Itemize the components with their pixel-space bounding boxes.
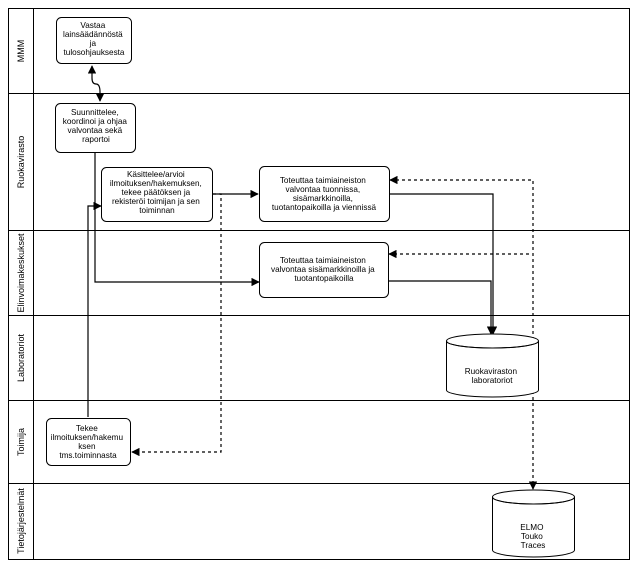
database-elmo-line: Traces bbox=[521, 541, 546, 550]
arrow-mmm-suunnittelee bbox=[87, 65, 105, 102]
box-suunnittelee-line: raportoi bbox=[82, 135, 110, 144]
box-mmm-line: tulosohjauksesta bbox=[64, 48, 125, 57]
box-toteuttaa1-line: Toteuttaa taimiaineiston bbox=[280, 176, 366, 185]
box-toteuttaa1-line: valvontaa tuonnissa, bbox=[286, 185, 361, 194]
lane-label-ruokavirasto: Ruokavirasto bbox=[16, 136, 26, 189]
box-tekee-line: ksen bbox=[78, 442, 96, 451]
box-toteuttaa2-line: Toteuttaa taimiaineiston bbox=[280, 256, 366, 265]
box-suunnittelee-line: valvontaa sekä bbox=[68, 126, 123, 135]
box-kasittelee: Käsittelee/arvioi ilmoituksen/hakemuksen… bbox=[101, 167, 213, 222]
svg-text:Vastaa lainsäädännöstä: Vastaa lainsäädännöstä ja tulosohjaukses… bbox=[63, 21, 125, 57]
box-kasittelee-line: Käsittelee/arvioi bbox=[127, 170, 185, 179]
svg-text:Suunnittelee, koordinoi: Suunnittelee, koordinoi ja ohjaa valvont… bbox=[63, 108, 129, 144]
lane-label-elinvoimakeskukset: Elinvoimakeskukset bbox=[16, 233, 26, 313]
lane-label-toimija: Toimija bbox=[16, 428, 26, 456]
box-mmm: Vastaa lainsäädännöstä ja tulosohjaukses… bbox=[56, 17, 132, 64]
box-toteuttaa2-line: tuotantopaikoilla bbox=[294, 274, 354, 283]
box-mmm-line: lainsäädännöstä bbox=[63, 30, 123, 39]
svg-text:Ruokaviraston laboratori: Ruokaviraston laboratoriot bbox=[465, 367, 520, 385]
svg-text:Toteuttaa taimiaineiston: Toteuttaa taimiaineiston valvontaa sisäm… bbox=[271, 256, 377, 283]
box-tekee-line: tms.toiminnasta bbox=[59, 451, 117, 460]
box-tekee-line: ilmoituksen/hakemu bbox=[51, 433, 124, 442]
box-toteuttaa1-line: sisämarkkinoilla, bbox=[293, 194, 353, 203]
box-kasittelee-line: ilmoituksen/hakemuksen, bbox=[110, 179, 202, 188]
svg-text:Toteuttaa taimiaineiston: Toteuttaa taimiaineiston valvontaa tuonn… bbox=[272, 176, 377, 212]
box-toteuttaa1: Toteuttaa taimiaineiston valvontaa tuonn… bbox=[259, 166, 390, 222]
arrow-tekee-kasittelee bbox=[87, 201, 102, 417]
database-lab-line: laboratoriot bbox=[472, 376, 514, 385]
database-elmo-line: Touko bbox=[521, 532, 543, 541]
database-elmo-line: ELMO bbox=[520, 523, 543, 532]
svg-text:ELMO Touko Traces: ELMO Touko Traces bbox=[520, 523, 546, 550]
box-kasittelee-line: toiminnan bbox=[139, 206, 175, 215]
box-kasittelee-line: rekisteröi toimijan ja sen bbox=[112, 197, 200, 206]
box-toteuttaa1-line: tuotantopaikoilla ja viennissä bbox=[272, 203, 377, 212]
arrow-suunnittelee-toteuttaa2 bbox=[94, 152, 260, 287]
box-kasittelee-line: tekee päätöksen ja bbox=[121, 188, 190, 197]
database-elmo: ELMO Touko Traces bbox=[492, 489, 575, 558]
box-mmm-line: Vastaa bbox=[80, 21, 105, 30]
box-toteuttaa2: Toteuttaa taimiaineiston valvontaa sisäm… bbox=[259, 242, 389, 298]
database-lab-line: Ruokaviraston bbox=[465, 367, 518, 376]
lane-label-laboratoriot: Laboratoriot bbox=[16, 333, 26, 382]
svg-text:Tekee ilmoituksen/hakemu: Tekee ilmoituksen/hakemu ksen tms.toimin… bbox=[51, 424, 126, 460]
lane-label-mmm: MMM bbox=[16, 40, 26, 63]
svg-text:Käsittelee/arvioi ilmoit: Käsittelee/arvioi ilmoituksen/hakemuksen… bbox=[110, 170, 204, 215]
box-suunnittelee: Suunnittelee, koordinoi ja ohjaa valvont… bbox=[55, 103, 136, 153]
box-tekee: Tekee ilmoituksen/hakemu ksen tms.toimin… bbox=[46, 418, 131, 466]
box-mmm-line: ja bbox=[89, 39, 97, 48]
lane-label-tietojarjestelmat: Tietojärjestelmät bbox=[16, 488, 26, 554]
box-suunnittelee-line: koordinoi ja ohjaa bbox=[63, 117, 128, 126]
box-suunnittelee-line: Suunnittelee, bbox=[71, 108, 119, 117]
box-tekee-line: Tekee bbox=[76, 424, 98, 433]
database-lab: Ruokaviraston laboratoriot bbox=[446, 333, 539, 398]
box-toteuttaa2-line: valvontaa sisämarkkinoilla ja bbox=[271, 265, 375, 274]
